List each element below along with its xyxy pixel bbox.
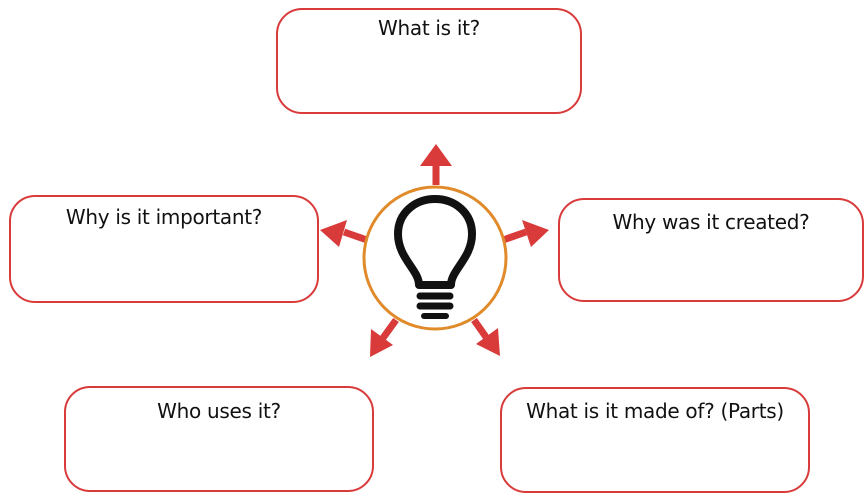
lightbulb-icon	[394, 195, 476, 319]
what-is-it-label: What is it?	[378, 16, 480, 40]
arrow-bottom-left	[370, 317, 399, 357]
who-uses-label: Who uses it?	[157, 399, 281, 423]
what-is-it-box: What is it?	[276, 8, 582, 114]
arrow-right	[501, 220, 549, 247]
made-of-label: What is it made of? (Parts)	[526, 399, 784, 423]
arrow-up	[420, 144, 452, 185]
why-important-box: Why is it important?	[9, 195, 319, 303]
made-of-box: What is it made of? (Parts)	[500, 387, 810, 493]
why-created-label: Why was it created?	[612, 210, 810, 234]
arrow-bottom-right	[471, 317, 500, 356]
arrow-left	[320, 220, 369, 247]
why-important-label: Why is it important?	[65, 205, 263, 229]
why-created-box: Why was it created?	[558, 198, 864, 302]
who-uses-box: Who uses it?	[64, 386, 374, 492]
